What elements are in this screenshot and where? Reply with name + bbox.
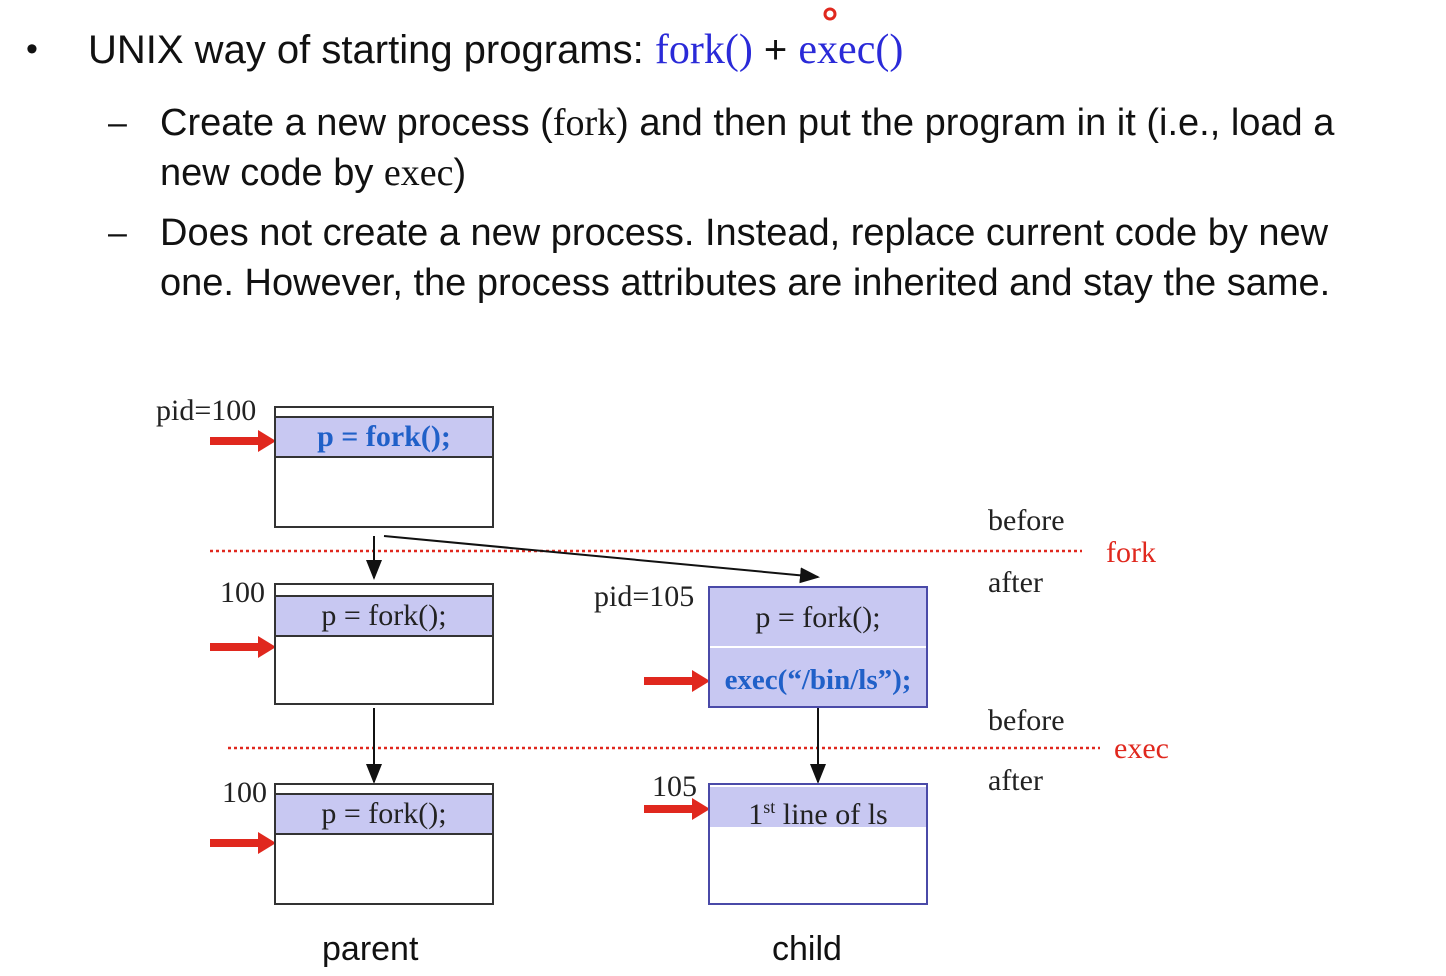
exec-after-label: after <box>988 764 1043 797</box>
pid-child-bot: 105 <box>652 770 697 803</box>
sub1-exec: exec <box>383 152 454 194</box>
ls-text: line of ls <box>775 798 888 831</box>
pc-pointer-parent-mid <box>210 636 276 658</box>
code-line: p = fork(); <box>276 793 492 835</box>
pid-child-mid: pid=105 <box>594 580 695 613</box>
caption-child: child <box>772 930 842 968</box>
code-line: p = fork(); <box>276 595 492 637</box>
code-line-fork: p = fork(); <box>710 596 926 640</box>
fork-before-label: before <box>988 504 1065 537</box>
pid-parent-mid: 100 <box>220 576 265 609</box>
pc-pointer-parent-bot <box>210 832 276 854</box>
fork-stage-label: fork <box>1106 536 1156 569</box>
sub-bullet-exec: Does not create a new process. Instead, … <box>160 212 1331 304</box>
fork-after-label: after <box>988 566 1043 599</box>
parent-box-after-exec: p = fork(); <box>274 783 494 905</box>
parent-box-before-fork: p = fork(); <box>274 406 494 528</box>
pid-parent-bot: 100 <box>222 776 267 809</box>
annotation-dot <box>823 7 837 21</box>
pc-pointer-child-exec <box>644 670 710 692</box>
sub1-fork: fork <box>552 102 617 144</box>
pid-parent-top: pid=100 <box>156 394 257 427</box>
sub1-text-b: ) and then put the program in it (i.e., … <box>160 102 1335 194</box>
arrow-fork-to-child <box>383 535 820 584</box>
title-fork: fork() <box>654 27 753 73</box>
dash-2: – <box>108 214 127 252</box>
pc-pointer-child-ls <box>644 798 710 820</box>
code-line-ls: 1st line of ls <box>710 787 926 831</box>
pc-pointer-parent-top <box>210 430 276 452</box>
exec-stage-label: exec <box>1114 732 1169 765</box>
code-line: p = fork(); <box>276 416 492 458</box>
sub1-text-a: Create a new process ( <box>160 102 553 144</box>
code-line-exec: exec(“/bin/ls”); <box>710 658 926 702</box>
child-box-after-exec: 1st line of ls <box>708 783 928 905</box>
dash-1: – <box>108 104 127 142</box>
title-exec: exec() <box>798 27 904 73</box>
bullet-marker: • <box>26 30 38 68</box>
parent-box-after-fork: p = fork(); <box>274 583 494 705</box>
slide-title: UNIX way of starting programs: fork() + … <box>88 26 903 74</box>
code-separator <box>710 646 926 648</box>
exec-before-label: before <box>988 704 1065 737</box>
title-prefix: UNIX way of starting programs: <box>88 28 655 72</box>
ls-ordinal: 1 <box>748 798 764 831</box>
caption-parent: parent <box>322 930 419 968</box>
ls-ordinal-suffix: st <box>763 797 776 817</box>
sub-bullet-fork: Create a new process (fork) and then put… <box>160 98 1390 198</box>
sub1-text-c: ) <box>453 152 467 194</box>
child-box-after-fork: p = fork(); exec(“/bin/ls”); <box>708 586 928 708</box>
title-plus: + <box>752 28 799 72</box>
